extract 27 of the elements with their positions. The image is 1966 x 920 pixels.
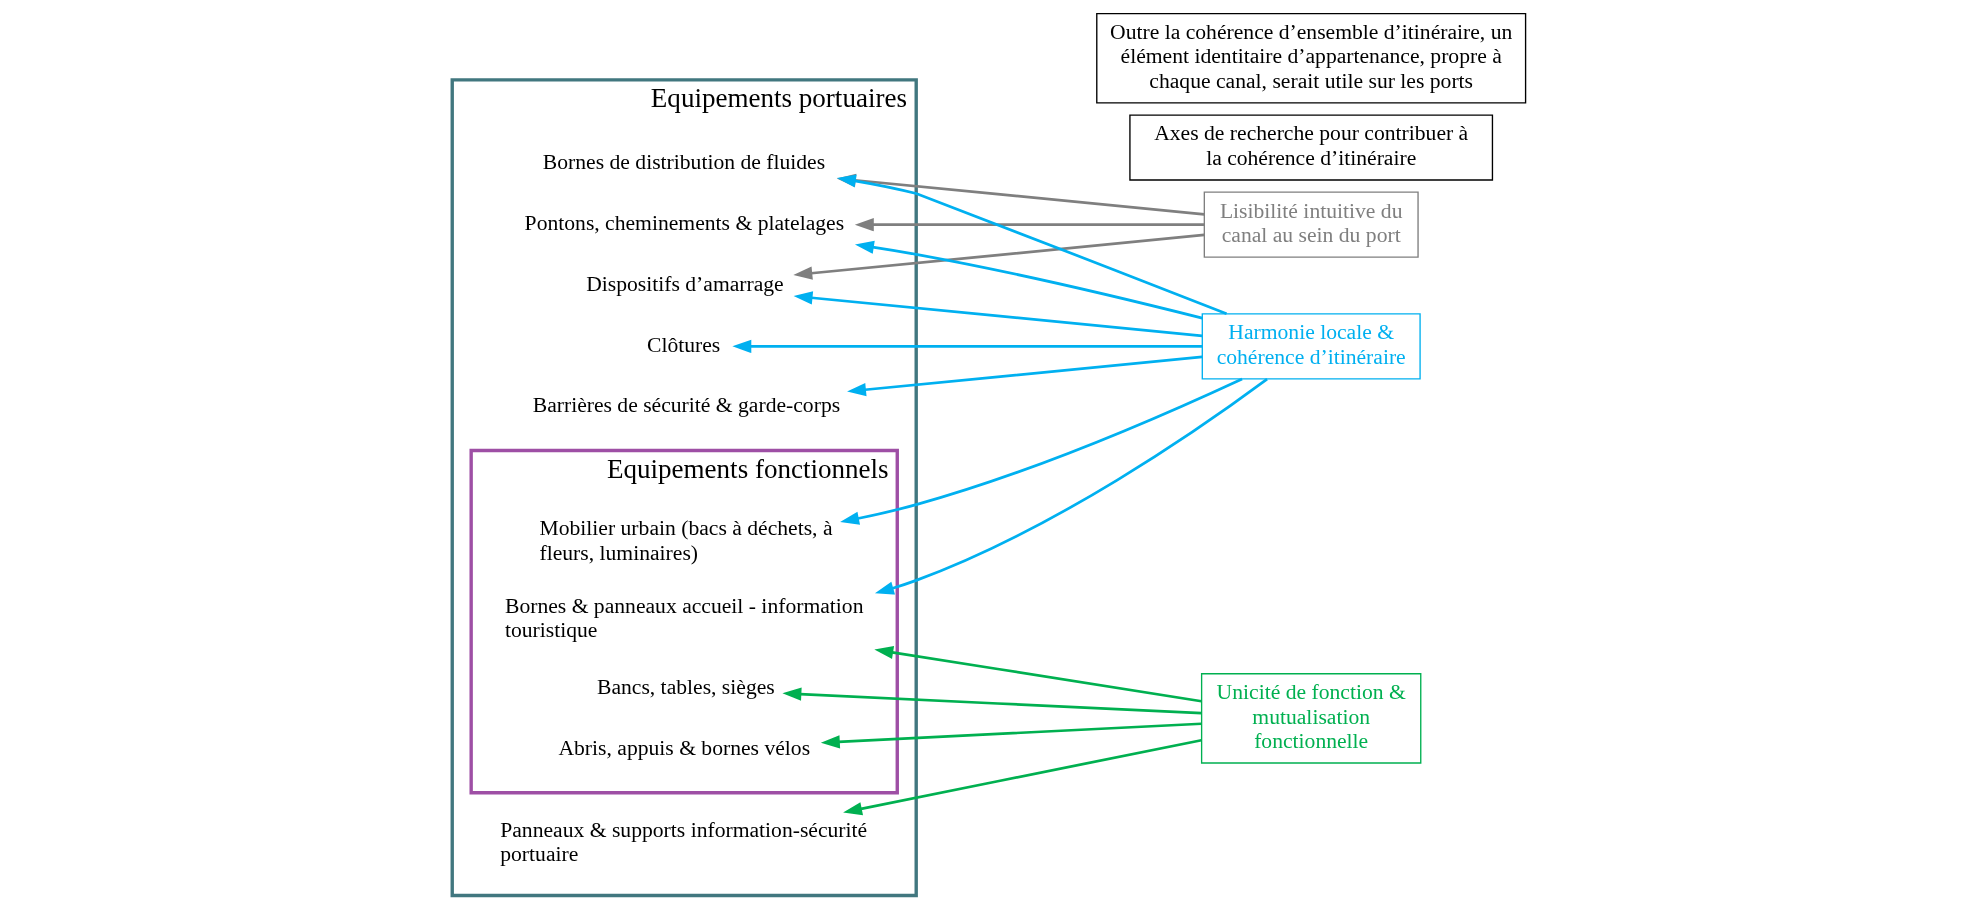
node-box: Lisibilité intuitive du canal au sein du port xyxy=(1203,191,1419,258)
arrow xyxy=(854,218,1204,232)
arrow xyxy=(839,377,1243,525)
arrow xyxy=(793,291,1202,338)
arrow xyxy=(792,233,1204,280)
node-box: Axes de recherche pour contribuer à la cohérence d’itinéraire xyxy=(1128,114,1493,181)
node-text: Bornes & panneaux accueil - information touristique xyxy=(504,593,863,642)
node-text: Barrières de sécurité & garde-corps xyxy=(532,393,840,418)
arrow xyxy=(846,355,1202,397)
arrow xyxy=(781,687,1202,715)
arrow xyxy=(873,645,1202,703)
node-box: Harmonie locale & cohérence d’itinéraire xyxy=(1201,313,1421,380)
node-box: Unicité de fonction & mutualisation fonctionnelle xyxy=(1200,673,1421,764)
arrow xyxy=(874,378,1268,595)
arrow xyxy=(842,738,1202,816)
arrow xyxy=(820,722,1202,749)
node-text: Mobilier urbain (bacs à déchets, à fleurs, luminaires) xyxy=(538,516,833,565)
node-text: Bornes de distribution de fluides xyxy=(542,149,825,174)
arrow xyxy=(731,339,1202,354)
node-text: Clôtures xyxy=(646,332,720,357)
node-text: Panneaux & supports information-sécurité portuaire xyxy=(499,818,867,867)
node-text: Pontons, cheminements & platelages xyxy=(524,210,844,235)
node-text: Dispositifs d’amarrage xyxy=(585,271,784,296)
arrow xyxy=(854,240,1203,320)
node-text: Bancs, tables, sièges xyxy=(596,674,775,699)
node-box: Outre la cohérence d’ensemble d’itinéraire, un élément identitaire d’appartenance, propre à chaque canal, serait utile sur les ports xyxy=(1095,12,1526,104)
node-text: Abris, appuis & bornes vélos xyxy=(557,735,810,760)
